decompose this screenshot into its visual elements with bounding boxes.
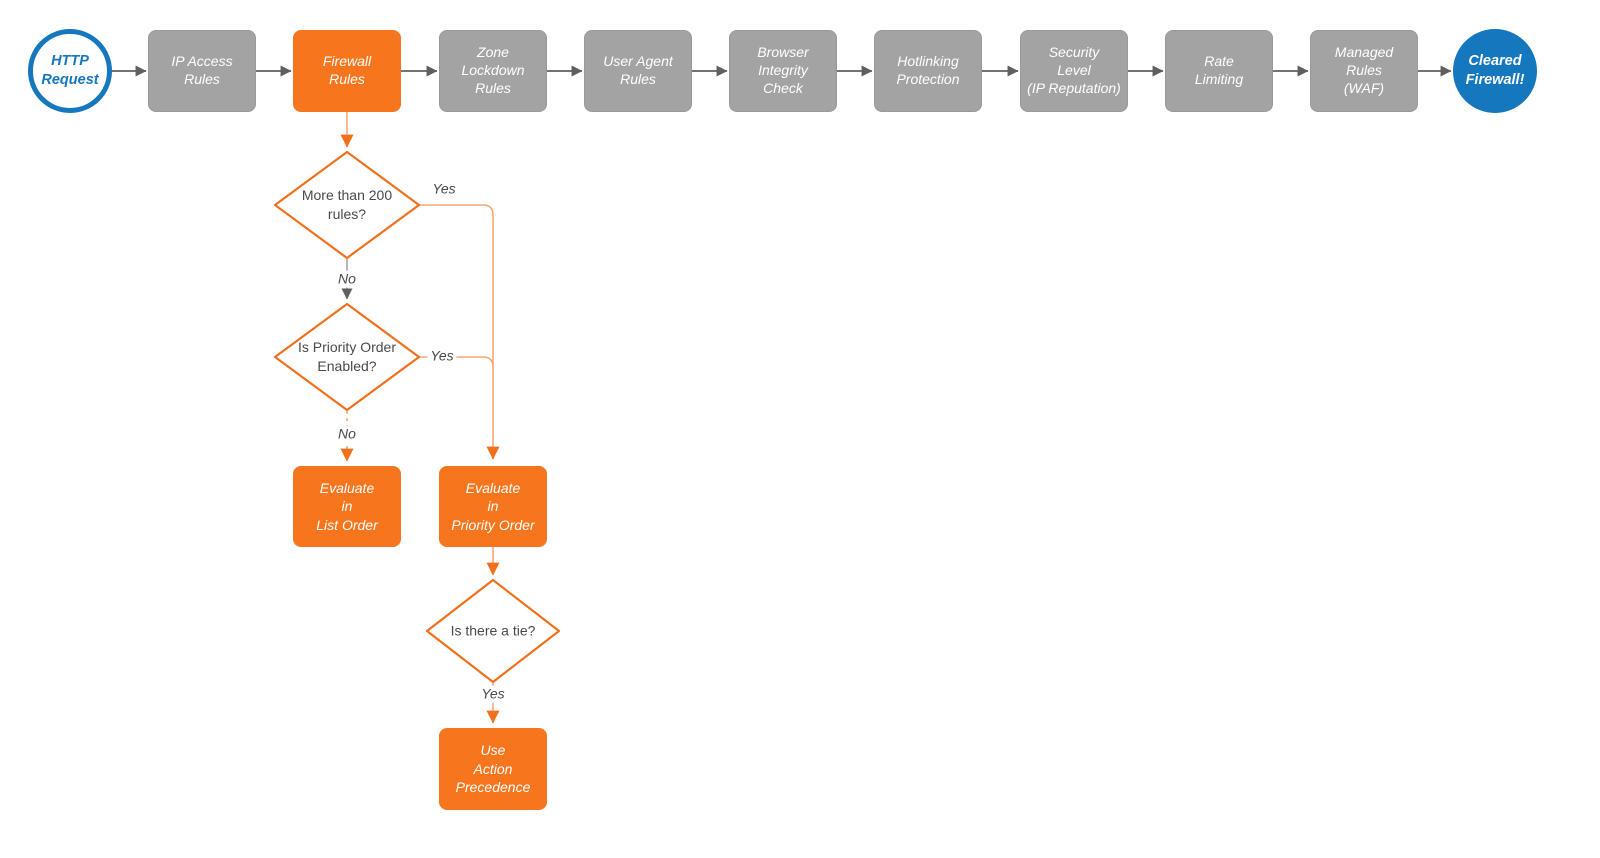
decision-shape-is-there-a-tie <box>425 578 561 684</box>
start-node-label: HTTP Request <box>41 53 99 88</box>
edge-label-yes-d2: Yes <box>427 347 457 365</box>
stage-label: Managed Rules (WAF) <box>1334 44 1394 96</box>
action-label: Evaluate in Priority Order <box>451 479 535 533</box>
stage-hotlinking-protection: Hotlinking Protection <box>874 30 982 112</box>
action-use-action-precedence: Use Action Precedence <box>439 728 547 810</box>
stage-label: Browser Integrity Check <box>757 44 809 96</box>
start-node-http-request: HTTP Request <box>28 29 112 113</box>
action-evaluate-in-priority-order: Evaluate in Priority Order <box>439 466 547 547</box>
edge-label-no-d1: No <box>335 270 359 288</box>
stage-label: Firewall Rules <box>322 53 372 87</box>
stage-ip-access-rules: IP Access Rules <box>148 30 256 112</box>
stage-security-level-ip-reputation: Security Level (IP Reputation) <box>1020 30 1128 112</box>
stage-label: Zone Lockdown Rules <box>461 44 525 96</box>
edge-label-yes-d3: Yes <box>478 685 508 703</box>
arrow-yes-merge-to-priority-order <box>419 356 494 368</box>
action-label: Evaluate in List Order <box>316 479 378 533</box>
stage-label: Rate Limiting <box>1194 53 1244 87</box>
decision-more-than-200-rules: More than 200 rules? <box>301 187 393 222</box>
decision-priority-order-enabled: Is Priority Order Enabled? <box>297 339 396 374</box>
decision-shape-more-than-200-rules <box>273 150 421 260</box>
stage-firewall-rules: Firewall Rules <box>293 30 401 112</box>
stage-rate-limiting: Rate Limiting <box>1165 30 1273 112</box>
end-node-label: Cleared Firewall! <box>1465 53 1525 88</box>
stage-managed-rules-waf: Managed Rules (WAF) <box>1310 30 1418 112</box>
edge-label-yes-d1: Yes <box>432 180 456 197</box>
end-node-cleared-firewall: Cleared Firewall! <box>1453 29 1537 113</box>
arrow-yes-to-evaluate-priority-order <box>419 204 500 460</box>
decision-shape-priority-order-enabled <box>273 302 421 412</box>
stage-label: User Agent Rules <box>603 53 673 87</box>
stage-user-agent-rules: User Agent Rules <box>584 30 692 112</box>
edge-label-no-d2: No <box>335 425 359 443</box>
stage-label: Security Level (IP Reputation) <box>1027 44 1121 96</box>
stage-label: Hotlinking Protection <box>896 53 960 87</box>
action-label: Use Action Precedence <box>455 742 531 796</box>
decision-is-there-a-tie: Is there a tie? <box>450 622 536 639</box>
stage-label: IP Access Rules <box>171 53 233 87</box>
action-evaluate-in-list-order: Evaluate in List Order <box>293 466 401 547</box>
stage-browser-integrity-check: Browser Integrity Check <box>729 30 837 112</box>
stage-zone-lockdown-rules: Zone Lockdown Rules <box>439 30 547 112</box>
